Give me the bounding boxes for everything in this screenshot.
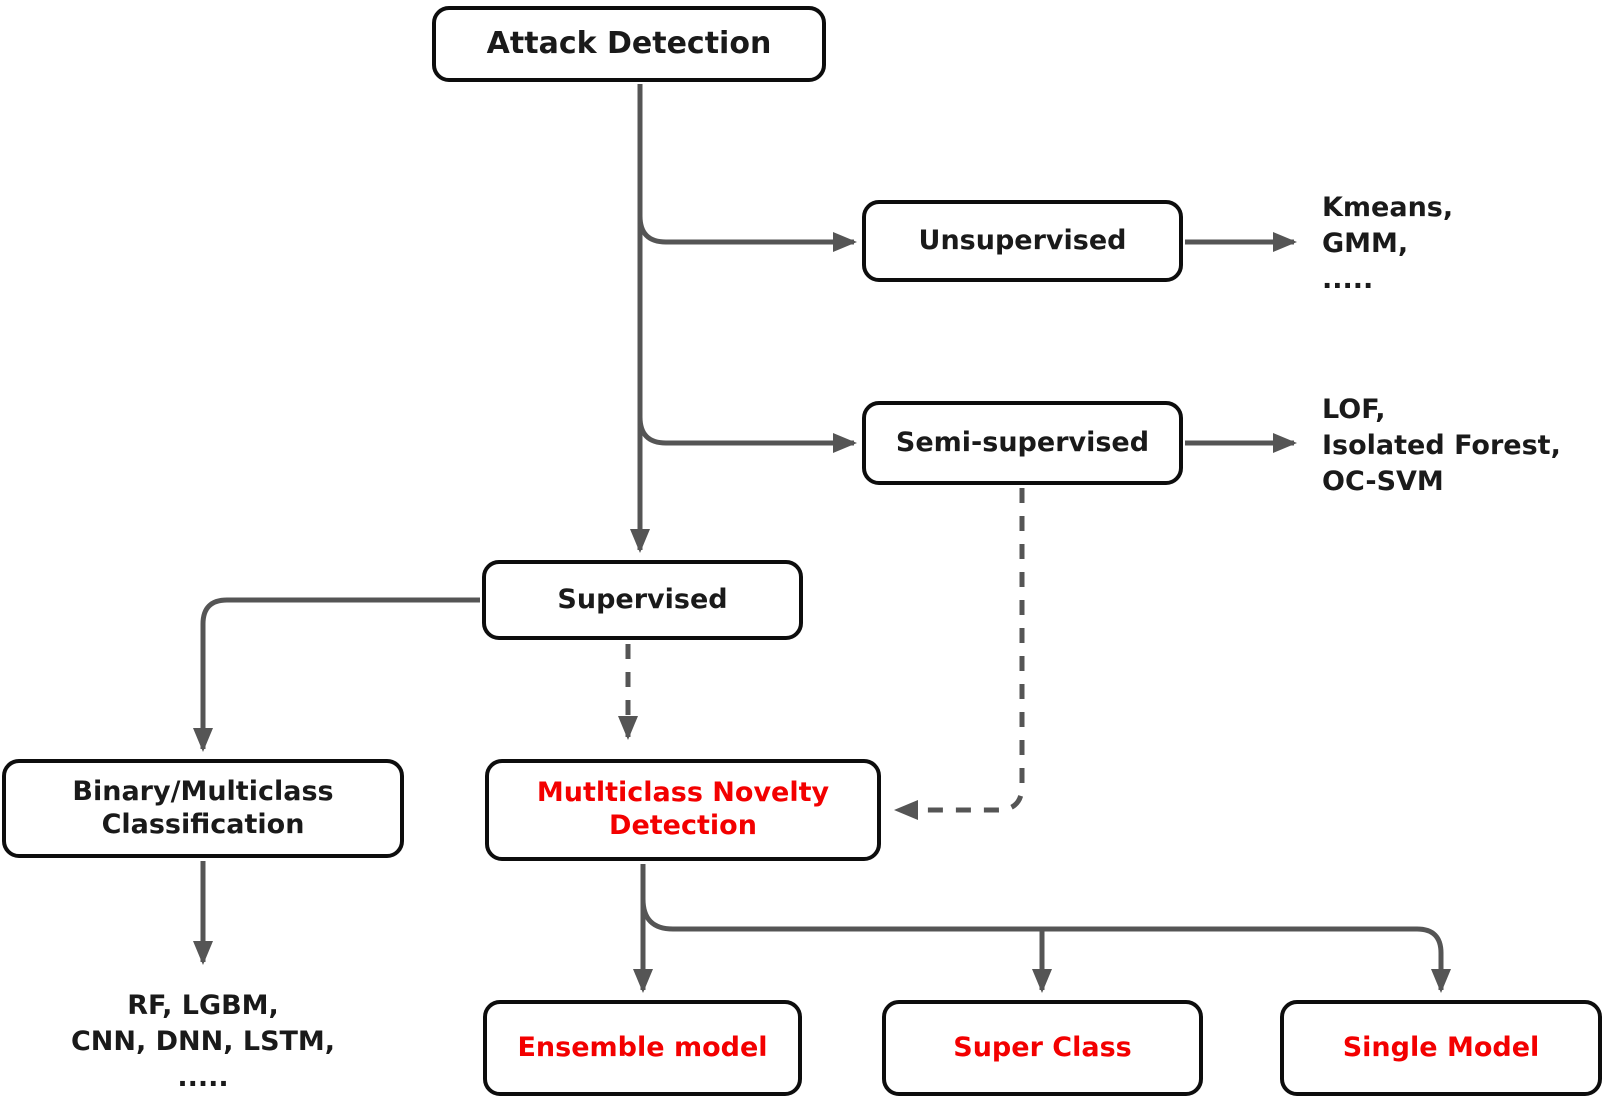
semi-supervised-example-line: LOF,: [1322, 394, 1386, 425]
unsupervised-example-line: GMM,: [1322, 228, 1409, 259]
node-multiclass-novelty-detection-label: Mutlticlass Novelty Detection: [536, 777, 830, 841]
node-binary-multiclass-classification-label: Binary/Multiclass Classification: [72, 775, 334, 840]
edge-attack-to-unsupervised: [637, 215, 857, 252]
node-unsupervised: Unsupervised: [862, 200, 1183, 282]
node-attack-detection: Attack Detection: [432, 6, 826, 82]
semi-supervised-example-line: OC-SVM: [1322, 466, 1444, 497]
node-ensemble-model: Ensemble model: [483, 1000, 802, 1096]
binary-multiclass-examples-text: RF, LGBM, CNN, DNN, LSTM, .....: [38, 988, 368, 1096]
node-ensemble-model-label: Ensemble model: [517, 1031, 768, 1063]
node-supervised-label: Supervised: [557, 583, 728, 615]
semi-supervised-examples-text: LOF, Isolated Forest, OC-SVM: [1322, 392, 1561, 500]
edge-supervised-to-binary-multiclass: [193, 597, 480, 752]
binary-multiclass-example-line: RF, LGBM,: [127, 990, 279, 1021]
edge-semi-supervised-to-novelty-dashed: [894, 488, 1025, 820]
node-unsupervised-label: Unsupervised: [918, 224, 1127, 256]
binary-multiclass-example-line: CNN, DNN, LSTM,: [70, 1026, 336, 1057]
unsupervised-examples-text: Kmeans, GMM, .....: [1322, 190, 1453, 298]
node-multiclass-novelty-detection: Mutlticlass Novelty Detection: [485, 759, 881, 861]
unsupervised-example-line: Kmeans,: [1322, 192, 1454, 223]
node-attack-detection-label: Attack Detection: [486, 25, 772, 61]
node-supervised: Supervised: [482, 560, 803, 640]
node-single-model: Single Model: [1280, 1000, 1602, 1096]
node-super-class: Super Class: [882, 1000, 1203, 1096]
node-single-model-label: Single Model: [1342, 1031, 1540, 1063]
edge-novelty-to-single-model: [640, 898, 1451, 993]
node-super-class-label: Super Class: [953, 1031, 1132, 1063]
edge-attack-to-semi-supervised: [637, 416, 857, 453]
node-binary-multiclass-classification: Binary/Multiclass Classification: [2, 759, 404, 858]
node-semi-supervised: Semi-supervised: [862, 401, 1183, 485]
unsupervised-example-line: .....: [1322, 264, 1374, 295]
binary-multiclass-example-line: .....: [177, 1062, 229, 1093]
node-semi-supervised-label: Semi-supervised: [895, 426, 1150, 458]
semi-supervised-example-line: Isolated Forest,: [1322, 430, 1561, 461]
